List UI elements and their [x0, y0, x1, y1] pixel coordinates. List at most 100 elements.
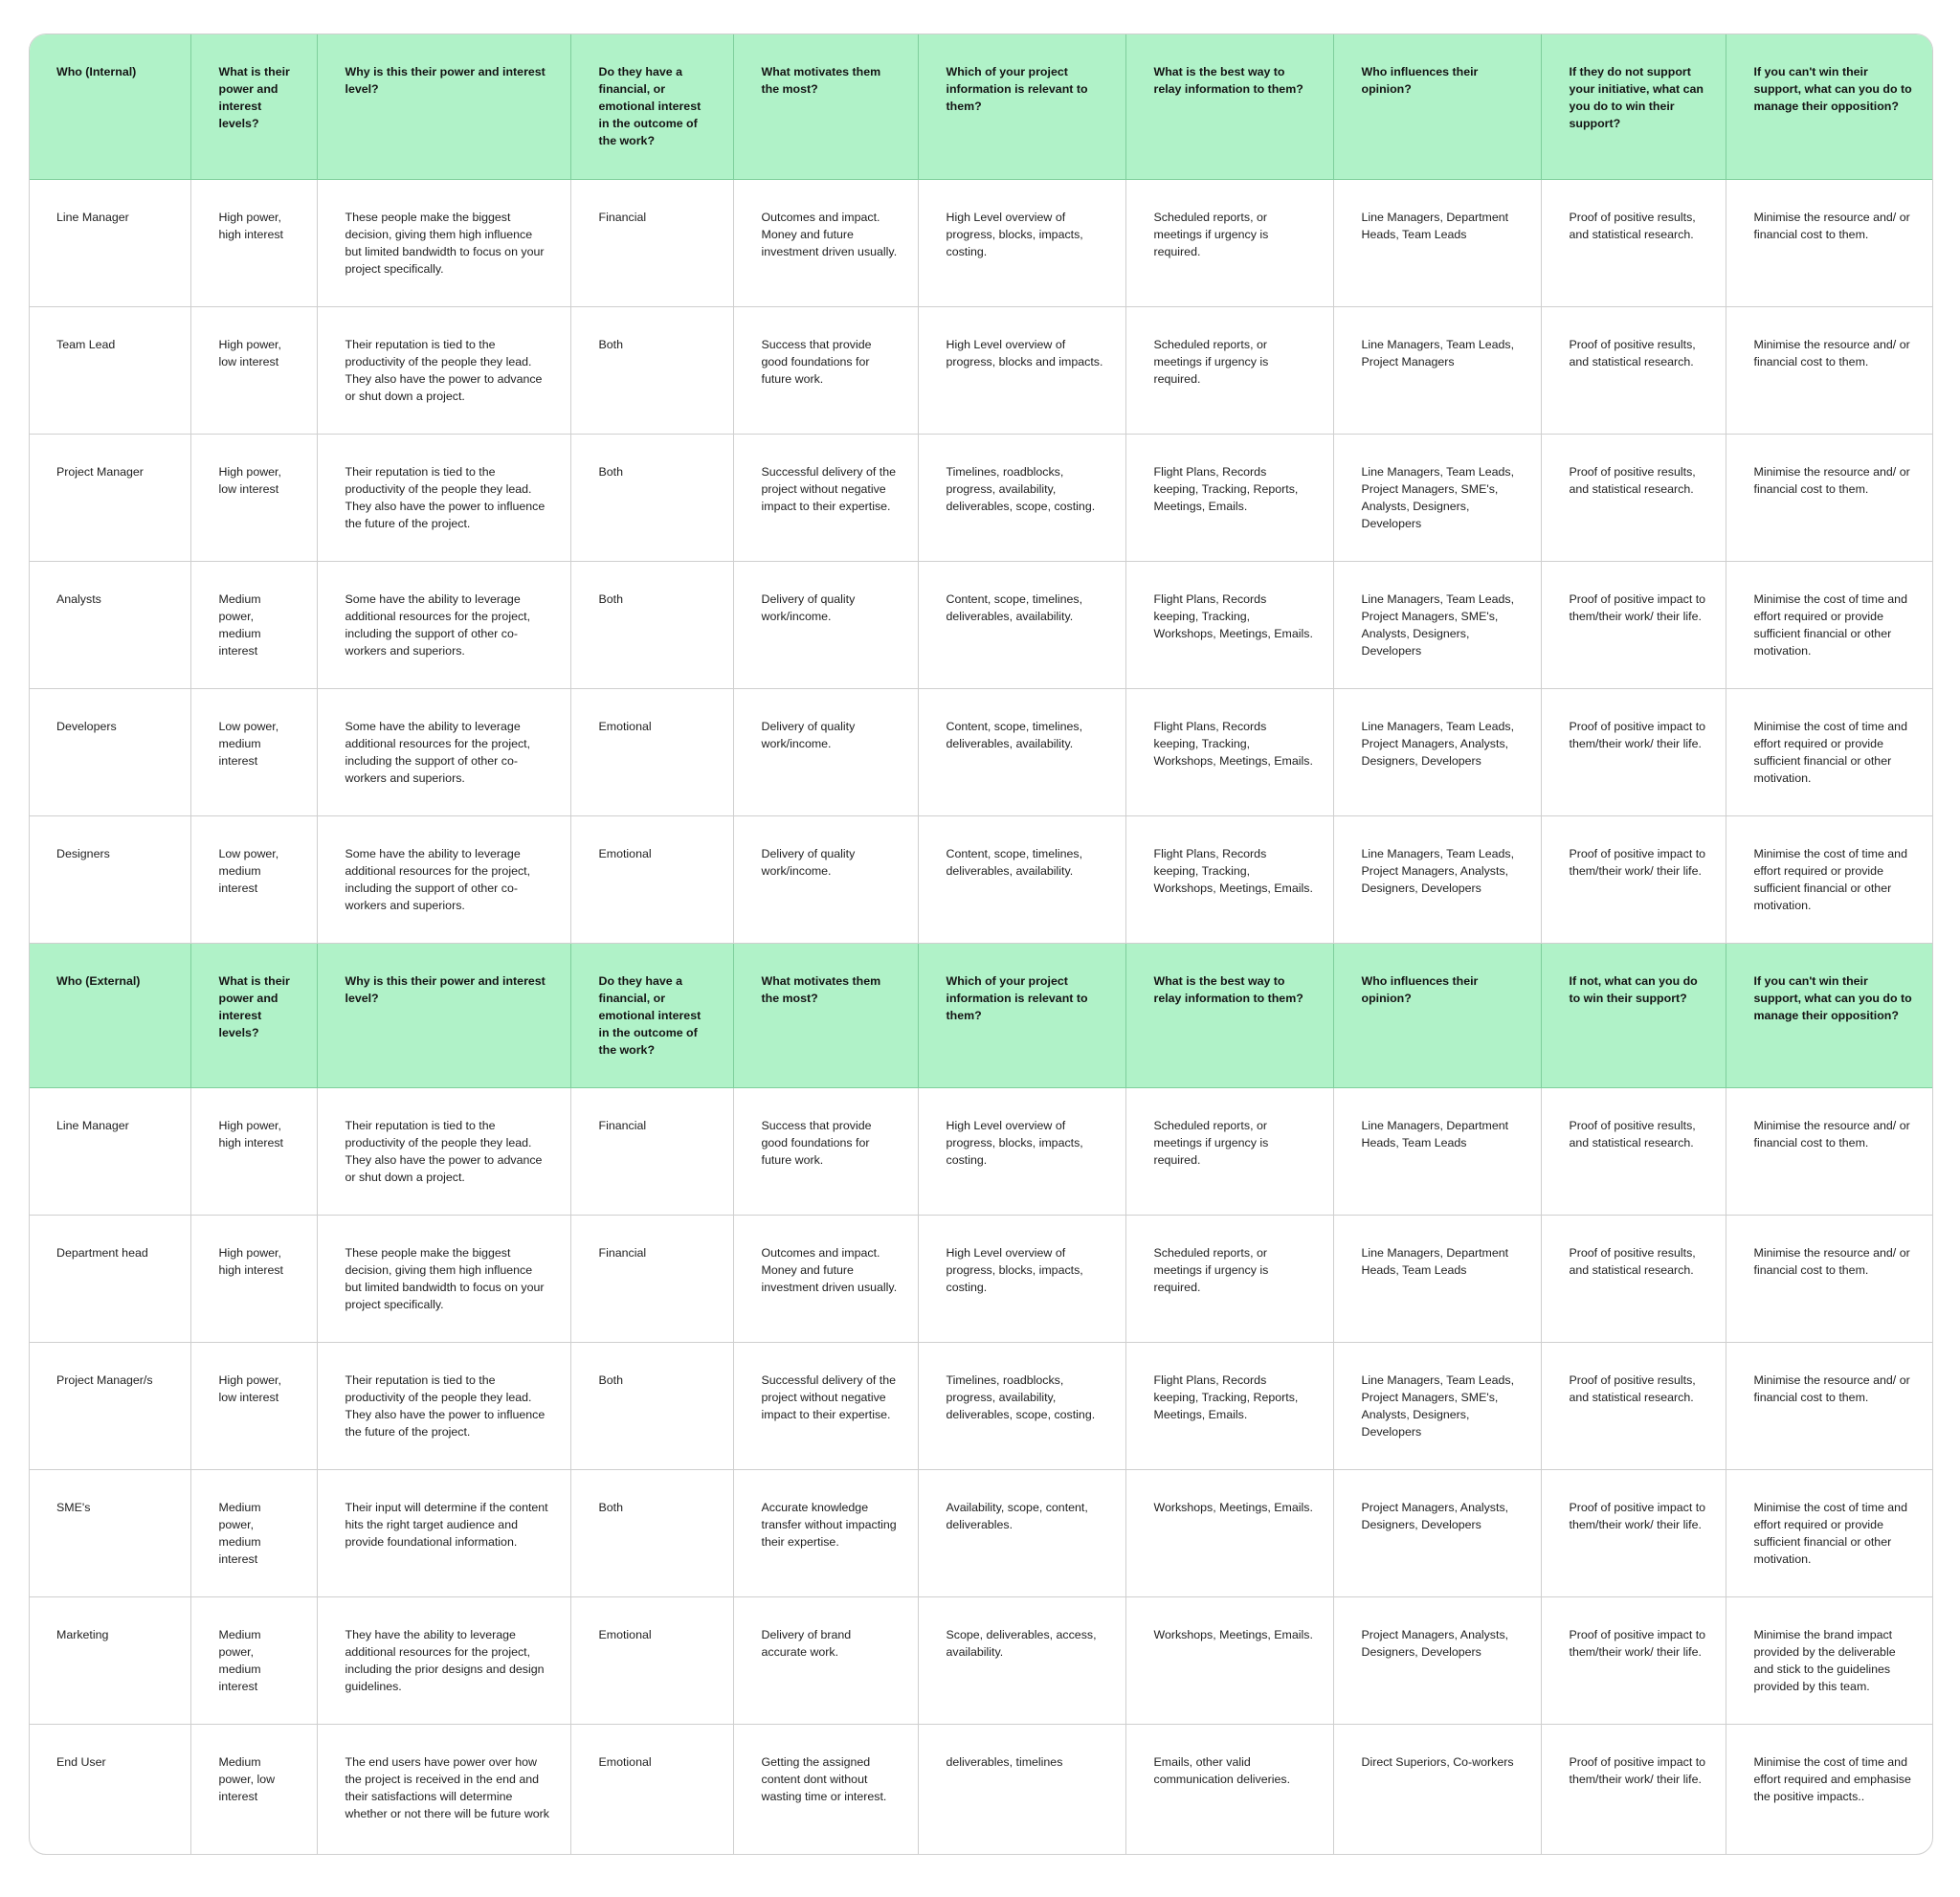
external-header-communication-method: What is the best way to relay informatio…	[1125, 943, 1334, 1088]
cell-motivation: Delivery of brand accurate work.	[733, 1596, 919, 1725]
cell-win-support-strategy: Proof of positive impact to them/their w…	[1541, 561, 1726, 689]
cell-communication-method: Flight Plans, Records keeping, Tracking,…	[1125, 688, 1334, 816]
external-header-stakeholder: Who (External)	[30, 943, 191, 1088]
cell-power-interest-reason: Their reputation is tied to the producti…	[317, 434, 571, 562]
cell-power-interest-level: Medium power, medium interest	[190, 1469, 318, 1597]
cell-power-interest-level: High power, low interest	[190, 1342, 318, 1470]
cell-opinion-influencers: Project Managers, Analysts, Designers, D…	[1333, 1596, 1542, 1725]
internal-header-power-interest-level: What is their power and interest levels?	[190, 34, 318, 180]
cell-stakeholder: Team Lead	[30, 306, 191, 435]
cell-stakeholder: Project Manager	[30, 434, 191, 562]
stakeholder-table: Who (Internal)What is their power and in…	[30, 34, 1932, 1854]
external-header-power-interest-reason: Why is this their power and interest lev…	[317, 943, 571, 1088]
cell-stakeholder: End User	[30, 1724, 191, 1854]
cell-relevant-information: Content, scope, timelines, deliverables,…	[918, 561, 1126, 689]
cell-opinion-influencers: Line Managers, Department Heads, Team Le…	[1333, 179, 1542, 307]
cell-motivation: Outcomes and impact. Money and future in…	[733, 1215, 919, 1343]
cell-relevant-information: High Level overview of progress, blocks …	[918, 306, 1126, 435]
cell-communication-method: Flight Plans, Records keeping, Tracking,…	[1125, 1342, 1334, 1470]
cell-power-interest-reason: These people make the biggest decision, …	[317, 1215, 571, 1343]
cell-interest-type: Emotional	[570, 815, 734, 944]
cell-win-support-strategy: Proof of positive impact to them/their w…	[1541, 815, 1726, 944]
cell-win-support-strategy: Proof of positive results, and statistic…	[1541, 1087, 1726, 1216]
cell-manage-opposition-strategy: Minimise the cost of time and effort req…	[1753, 1754, 1911, 1803]
cell-stakeholder: Marketing	[30, 1596, 191, 1725]
cell-power-interest-reason: Their reputation is tied to the producti…	[317, 1342, 571, 1470]
cell-opinion-influencers: Line Managers, Team Leads, Project Manag…	[1333, 815, 1542, 944]
cell-relevant-information: deliverables, timelines	[918, 1724, 1126, 1854]
cell-interest-type: Emotional	[570, 688, 734, 816]
cell-power-interest-level: Medium power, low interest	[190, 1724, 318, 1854]
external-header-power-interest-level: What is their power and interest levels?	[190, 943, 318, 1088]
cell-opinion-influencers: Line Managers, Department Heads, Team Le…	[1333, 1087, 1542, 1216]
cell-relevant-information: High Level overview of progress, blocks,…	[918, 1087, 1126, 1216]
cell-power-interest-reason: Some have the ability to leverage additi…	[317, 815, 571, 944]
cell-stakeholder: Analysts	[30, 561, 191, 689]
cell-stakeholder: SME's	[30, 1469, 191, 1597]
cell-manage-opposition-strategy: Minimise the cost of time and effort req…	[1726, 815, 1932, 944]
cell-interest-type: Both	[570, 1342, 734, 1470]
cell-relevant-information: Timelines, roadblocks, progress, availab…	[918, 1342, 1126, 1470]
cell-power-interest-reason: Some have the ability to leverage additi…	[317, 561, 571, 689]
internal-header-opinion-influencers: Who influences their opinion?	[1333, 34, 1542, 180]
external-header-motivation: What motivates them the most?	[733, 943, 919, 1088]
cell-motivation: Delivery of quality work/income.	[733, 561, 919, 689]
cell-manage-opposition-strategy: Minimise the resource and/ or financial …	[1726, 434, 1932, 562]
cell-communication-method: Scheduled reports, or meetings if urgenc…	[1125, 1087, 1334, 1216]
cell-communication-method: Emails, other valid communication delive…	[1125, 1724, 1334, 1854]
internal-header-relevant-information: Which of your project information is rel…	[918, 34, 1126, 180]
cell-communication-method: Scheduled reports, or meetings if urgenc…	[1125, 1215, 1334, 1343]
cell-power-interest-level: High power, low interest	[190, 434, 318, 562]
cell-power-interest-level: High power, high interest	[190, 179, 318, 307]
cell-stakeholder: Project Manager/s	[30, 1342, 191, 1470]
cell-interest-type: Financial	[570, 1087, 734, 1216]
cell-motivation: Accurate knowledge transfer without impa…	[733, 1469, 919, 1597]
cell-communication-method: Workshops, Meetings, Emails.	[1125, 1596, 1334, 1725]
cell-opinion-influencers: Line Managers, Team Leads, Project Manag…	[1333, 306, 1542, 435]
external-header-relevant-information: Which of your project information is rel…	[918, 943, 1126, 1088]
internal-header-manage-opposition-strategy: If you can't win their support, what can…	[1726, 34, 1932, 180]
cell-power-interest-reason: Their reputation is tied to the producti…	[317, 1087, 571, 1216]
cell-motivation: Successful delivery of the project witho…	[733, 1342, 919, 1470]
cell-communication-method: Scheduled reports, or meetings if urgenc…	[1125, 306, 1334, 435]
cell-win-support-strategy: Proof of positive impact to them/their w…	[1541, 1469, 1726, 1597]
cell-opinion-influencers: Line Managers, Team Leads, Project Manag…	[1333, 434, 1542, 562]
cell-opinion-influencers: Direct Superiors, Co-workers	[1333, 1724, 1542, 1854]
cell-interest-type: Emotional	[570, 1724, 734, 1854]
cell-opinion-influencers: Line Managers, Team Leads, Project Manag…	[1333, 561, 1542, 689]
cell-power-interest-reason: Some have the ability to leverage additi…	[317, 688, 571, 816]
cell-power-interest-reason: Their input will determine if the conten…	[317, 1469, 571, 1597]
cell-communication-method: Scheduled reports, or meetings if urgenc…	[1125, 179, 1334, 307]
cell-win-support-strategy: Proof of positive results, and statistic…	[1541, 306, 1726, 435]
cell-opinion-influencers: Line Managers, Department Heads, Team Le…	[1333, 1215, 1542, 1343]
cell-communication-method: Workshops, Meetings, Emails.	[1125, 1469, 1334, 1597]
cell-communication-method: Flight Plans, Records keeping, Tracking,…	[1125, 434, 1334, 562]
cell-relevant-information: Content, scope, timelines, deliverables,…	[918, 815, 1126, 944]
cell-relevant-information: High Level overview of progress, blocks,…	[918, 179, 1126, 307]
cell-win-support-strategy: Proof of positive impact to them/their w…	[1541, 1596, 1726, 1725]
cell-interest-type: Both	[570, 561, 734, 689]
cell-power-interest-level: Low power, medium interest	[190, 815, 318, 944]
stakeholder-table-frame: Who (Internal)What is their power and in…	[29, 33, 1933, 1855]
cell-win-support-strategy: Proof of positive results, and statistic…	[1541, 1342, 1726, 1470]
cell-motivation: Delivery of quality work/income.	[733, 688, 919, 816]
cell-manage-opposition-strategy: Minimise the cost of time and effort req…	[1726, 1469, 1932, 1597]
internal-header-power-interest-reason: Why is this their power and interest lev…	[317, 34, 571, 180]
cell-relevant-information: Content, scope, timelines, deliverables,…	[918, 688, 1126, 816]
cell-interest-type: Financial	[570, 179, 734, 307]
cell-manage-opposition-strategy: Minimise the resource and/ or financial …	[1726, 179, 1932, 307]
cell-power-interest-level: Medium power, medium interest	[190, 1596, 318, 1725]
cell-stakeholder: Line Manager	[30, 1087, 191, 1216]
cell-manage-opposition-strategy: Minimise the brand impact provided by th…	[1726, 1596, 1932, 1725]
cell-power-interest-level: High power, high interest	[190, 1087, 318, 1216]
cell-manage-opposition-strategy: Minimise the resource and/ or financial …	[1726, 1215, 1932, 1343]
cell-win-support-strategy: Proof of positive results, and statistic…	[1541, 1215, 1726, 1343]
